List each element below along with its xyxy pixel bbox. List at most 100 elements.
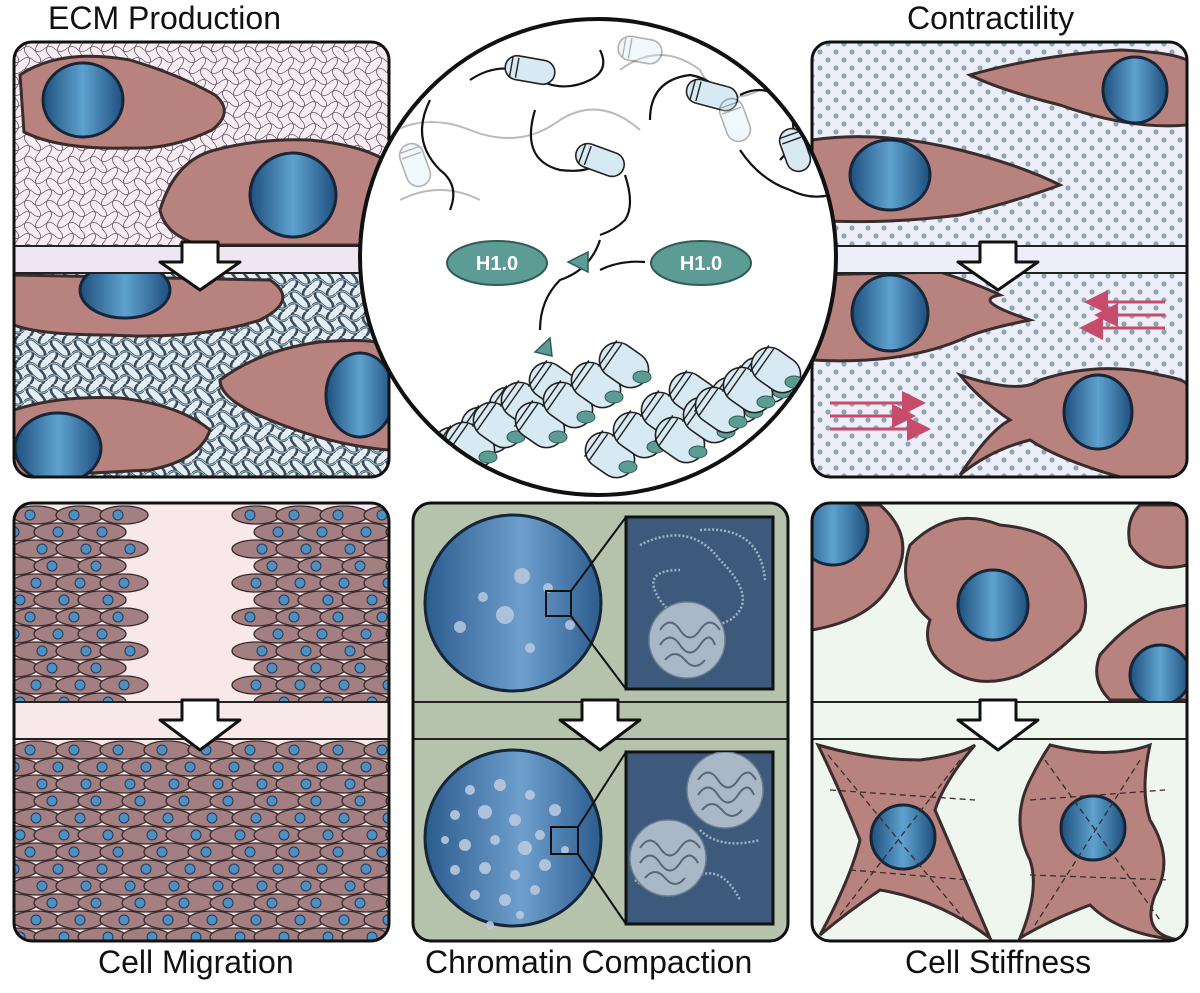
migrating-cell [33,893,83,913]
nucleus-icon [266,662,278,674]
nucleus-icon [366,594,378,606]
chromatin-dot [509,814,521,826]
nucleus-icon [228,863,240,875]
migrating-cell [275,740,325,760]
nucleus-icon [102,829,114,841]
nucleus-icon [134,795,146,807]
migrating-cell [14,556,39,576]
nucleus-icon [332,744,344,756]
nucleus-icon [354,897,366,909]
nucleus-icon [332,611,344,623]
migrating-cell [231,607,281,627]
down-arrow-icon [956,698,1040,752]
migrating-cell [143,774,193,794]
migrating-cell [99,607,149,627]
migrating-cell [341,791,389,811]
nucleus-icon [256,645,268,657]
chromatin-dot [525,790,535,800]
nucleus-icon [118,577,130,589]
nucleus-icon [344,778,356,790]
nucleus-icon [134,897,146,909]
chromatin-dot [450,865,460,875]
nucleus-icon [354,662,366,674]
migrating-cell [275,607,325,627]
nucleus-icon [272,628,284,640]
migrating-cell [275,505,325,525]
nucleus-icon [250,914,262,926]
migrating-cell [99,876,149,896]
chromatin-dot [518,841,532,855]
migrating-cell [55,842,105,862]
h1-linker-icon [618,460,638,474]
nucleus-icon [112,509,124,521]
migrating-cell [275,842,325,862]
chromatin-dot [561,846,569,854]
down-arrow-icon [158,698,242,752]
nucleus-icon [178,795,190,807]
nucleus-icon [956,568,1030,642]
nucleus-icon [212,778,224,790]
migrating-cell [99,774,149,794]
nucleus-icon [354,560,366,572]
nucleus-icon [52,628,64,640]
migrating-cell [77,893,127,913]
chromatin-dot [459,839,471,851]
migrating-cell [231,774,281,794]
cell-shape [1127,503,1187,569]
nucleus-icon [96,761,108,773]
migrating-cell [209,825,259,845]
migrating-cell [297,825,347,845]
migrating-cell [165,893,215,913]
chromatin-dot [486,921,494,929]
nucleus-icon [74,914,86,926]
h1-linker-icon [756,395,776,409]
nucleus-icon [399,796,409,806]
nucleus-icon [278,829,290,841]
h1-label-right: H1.0 [680,253,722,275]
ecm-production-title: ECM Production [48,0,281,36]
nucleus-icon [168,880,180,892]
nucleus-icon [310,897,322,909]
nucleus-icon [310,795,322,807]
nucleus-icon [344,543,356,555]
nucleus-icon [30,679,42,691]
nucleus-icon [30,577,42,589]
migrating-cell [33,556,83,576]
nucleus-icon [74,812,86,824]
nucleus-icon [156,744,168,756]
chromatin-dot [450,810,460,820]
nucleus-icon [206,812,218,824]
migrating-cell [275,641,325,661]
chromatin-dot [441,836,449,844]
nucleus-icon [1128,643,1187,707]
migrating-cell [55,876,105,896]
migrating-cell [121,893,171,913]
nucleus-icon [24,846,36,858]
nucleus-icon [338,577,350,589]
nucleus-icon [68,611,80,623]
nucleus-icon [124,880,136,892]
nucleus-icon [24,509,36,521]
nucleus-icon [423,513,603,693]
migrating-cell [319,607,369,627]
nucleus-icon [360,628,372,640]
nucleus-icon [354,795,366,807]
nucleus-icon [112,846,124,858]
nucleus-icon [322,594,334,606]
nucleus-icon [244,846,256,858]
nucleus-icon [376,846,388,858]
chromatin-dot [516,911,524,919]
nucleosome-icon [398,142,432,188]
migrating-cell [253,590,303,610]
nucleosome-icon [685,78,739,112]
h1-linker-icon [576,410,596,424]
migrating-cell [77,825,127,845]
nucleus-icon [399,898,409,908]
nucleus-icon [869,803,937,871]
h1-protein-left [446,240,548,286]
nucleus-icon [300,645,312,657]
chromatin-compaction-panel [411,501,790,943]
down-arrow-icon [558,698,642,752]
nucleus-icon [184,761,196,773]
nucleus-icon [52,761,64,773]
